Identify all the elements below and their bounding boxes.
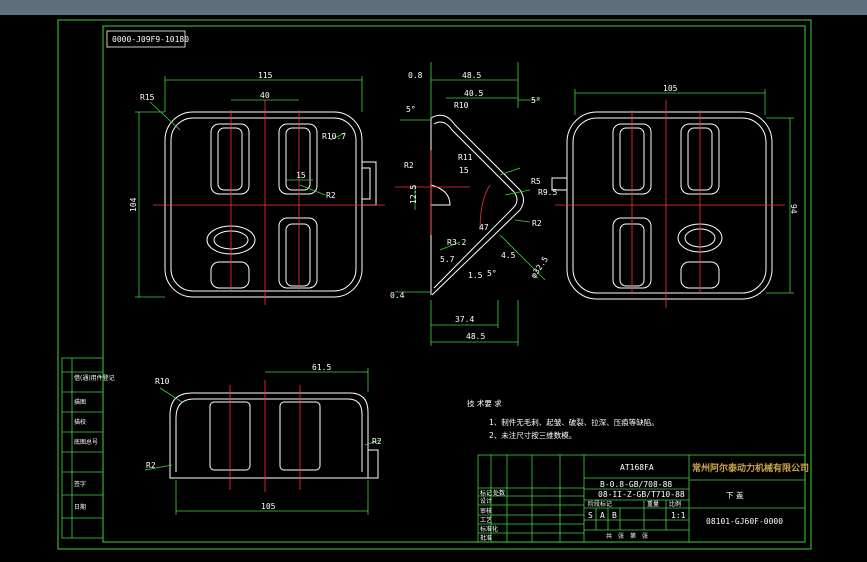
- rev-label-3: 底图总号: [74, 438, 98, 446]
- revision-block-labels: 借(通)用件登记 描图 描校 底图总号 签字 日期: [74, 374, 115, 511]
- sec-dim-angle-bottom: 5°: [487, 269, 497, 278]
- title-stage-s: S: [588, 511, 593, 520]
- title-weight-label: 重量: [647, 500, 659, 508]
- front-dim-height: 104: [129, 197, 138, 212]
- tech-note-1: 1、制件无毛刺、起皱、破裂、拉深、压痕等缺陷。: [489, 417, 659, 427]
- sec-dim-r5: R5: [531, 177, 541, 186]
- title-model: AT168FA: [620, 463, 654, 472]
- title-spec-2: 08-II-Z-GB/T710-88: [598, 490, 685, 499]
- sec-dim-12-5: 12.5: [409, 185, 418, 204]
- sec-dim-r2-left: R2: [404, 161, 414, 170]
- title-sheet-info: 共 张 第 张: [606, 532, 648, 540]
- technical-requirements: 技 术要 求 1、制件无毛刺、起皱、破裂、拉深、压痕等缺陷。 2、未注尺寸按三维…: [467, 398, 659, 440]
- sec-dim-1-5: 1.5: [468, 271, 483, 280]
- sec-dim-37-4: 37.4: [455, 315, 474, 324]
- title-stage-b: B: [612, 511, 617, 520]
- back-dim-width: 105: [663, 84, 678, 93]
- front-dim-r-inner: R10.7: [322, 132, 346, 141]
- rotated-drawing-number: 0000-J09F9-10180: [112, 35, 189, 44]
- back-view-dimensions: [574, 89, 794, 294]
- bottom-dim-top: 61.5: [312, 363, 331, 372]
- sec-dim-angle-left: 5°: [406, 105, 416, 114]
- title-row-6: 批准: [480, 534, 492, 542]
- sec-dim-r3-2: R3.2: [447, 238, 466, 247]
- rev-label-0: 借(通)用件登记: [74, 374, 115, 382]
- title-row-0: 标记: [480, 489, 492, 497]
- bottom-dim-r10: R10: [155, 377, 170, 386]
- sec-dim-47: 47: [479, 223, 489, 232]
- rev-label-4: 签字: [74, 480, 86, 488]
- sec-dim-0-4: 0.4: [390, 291, 405, 300]
- title-stage-a: A: [600, 511, 605, 520]
- section-view: [430, 114, 524, 296]
- bottom-view-centerlines: [229, 380, 301, 492]
- outer-frame: [57, 19, 812, 550]
- tech-notes-title: 技 术要 求: [467, 398, 502, 408]
- title-company: 常州阿尔泰动力机械有限公司: [692, 462, 809, 474]
- sec-dim-r9-5: R9.5: [538, 188, 557, 197]
- sec-dim-angle-right: 5°: [531, 96, 541, 105]
- rev-label-5: 日期: [74, 503, 86, 511]
- title-row-4: 处数: [493, 489, 505, 497]
- front-dim-inner: 40: [260, 91, 270, 100]
- title-scale: 1:1: [671, 511, 686, 520]
- title-scale-label: 比例: [669, 500, 681, 508]
- tech-note-2: 2、未注尺寸按三维数模。: [489, 430, 576, 440]
- title-row-3: 工艺: [480, 516, 492, 524]
- title-row-2: 审核: [480, 507, 492, 515]
- sec-dim-bottom-width: 48.5: [466, 332, 485, 341]
- title-row-5: 标准化: [480, 525, 498, 533]
- section-view-centerlines: [395, 150, 491, 235]
- front-dim-r-small: R2: [326, 191, 336, 200]
- front-dim-r-corner: R15: [140, 93, 155, 102]
- back-dim-height: 94: [789, 204, 798, 214]
- bottom-dim-width: 105: [261, 502, 276, 511]
- back-view-centerlines: [555, 100, 785, 308]
- revision-block: [61, 357, 104, 539]
- sec-dim-top-small: 0.8: [408, 71, 423, 80]
- sec-dim-top-width: 48.5: [462, 71, 481, 80]
- title-block: [477, 454, 806, 543]
- front-dim-slot: 15: [296, 171, 306, 180]
- front-dim-width: 115: [258, 71, 273, 80]
- title-row-1: 设计: [480, 497, 492, 505]
- title-block-text: AT168FA B-0.8-GB/708-88 08-II-Z-GB/T710-…: [480, 462, 809, 542]
- sec-dim-top-mid: 40.5: [464, 89, 483, 98]
- section-view-dimensions: [395, 62, 546, 346]
- bottom-dim-r2-right: R2: [372, 437, 382, 446]
- front-view: [164, 111, 377, 298]
- bottom-dim-r2-left: R2: [146, 461, 156, 470]
- drawing-sheet: [0, 15, 867, 562]
- rotated-drawing-number-box: 0000-J09F9-10180: [106, 30, 189, 48]
- front-view-centerlines: [153, 100, 385, 305]
- front-view-dimensions: [135, 76, 363, 298]
- sec-dim-r11: R11: [458, 153, 473, 162]
- sec-dim-15: 15: [459, 166, 469, 175]
- sec-dim-5-7: 5.7: [440, 255, 455, 264]
- rev-label-2: 描校: [74, 418, 86, 426]
- inner-frame: [102, 25, 806, 543]
- title-spec-1: B-0.8-GB/708-88: [600, 480, 672, 489]
- sec-dim-4-5: 4.5: [501, 251, 516, 260]
- rev-label-1: 描图: [74, 398, 86, 406]
- sec-dim-r10: R10: [454, 101, 469, 110]
- sec-dim-r2-right: R2: [532, 219, 542, 228]
- title-drawing-no: 08101-GJ60F-0000: [706, 517, 783, 526]
- bottom-view-dimensions: [144, 368, 381, 515]
- title-part-name: 下 盖: [726, 490, 744, 500]
- title-stage-label: 阶段标记: [588, 500, 612, 508]
